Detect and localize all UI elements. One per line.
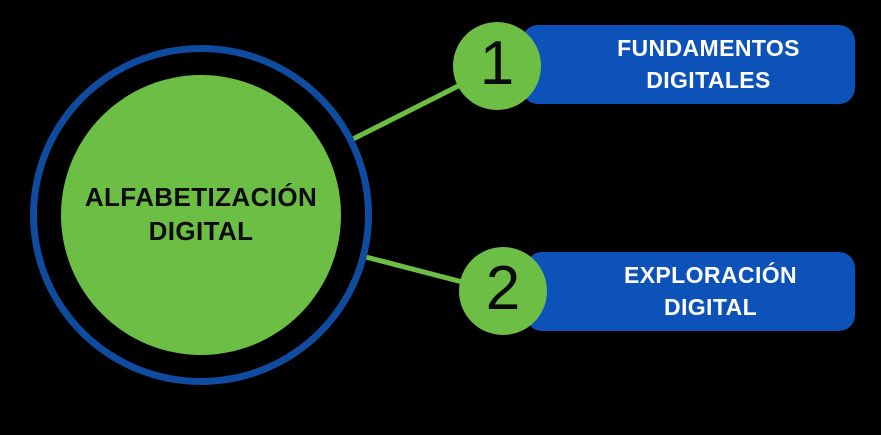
- branch-number-1: 1: [479, 29, 515, 98]
- center-circle-ring: ALFABETIZACIÓN DIGITAL: [30, 45, 372, 385]
- branch-label-2: EXPLORACIÓN DIGITAL: [623, 262, 798, 320]
- branch-number-2: 2: [485, 254, 521, 323]
- branch-number-circle-1: 1: [453, 22, 541, 110]
- center-circle: ALFABETIZACIÓN DIGITAL: [61, 75, 341, 355]
- branch-number-circle-2: 2: [459, 247, 547, 335]
- branch-label-1: FUNDAMENTOS DIGITALES: [617, 35, 800, 93]
- branch-pill-2: EXPLORACIÓN DIGITAL: [526, 252, 855, 331]
- center-label: ALFABETIZACIÓN DIGITAL: [84, 182, 318, 246]
- branch-pill-1: FUNDAMENTOS DIGITALES: [522, 25, 855, 104]
